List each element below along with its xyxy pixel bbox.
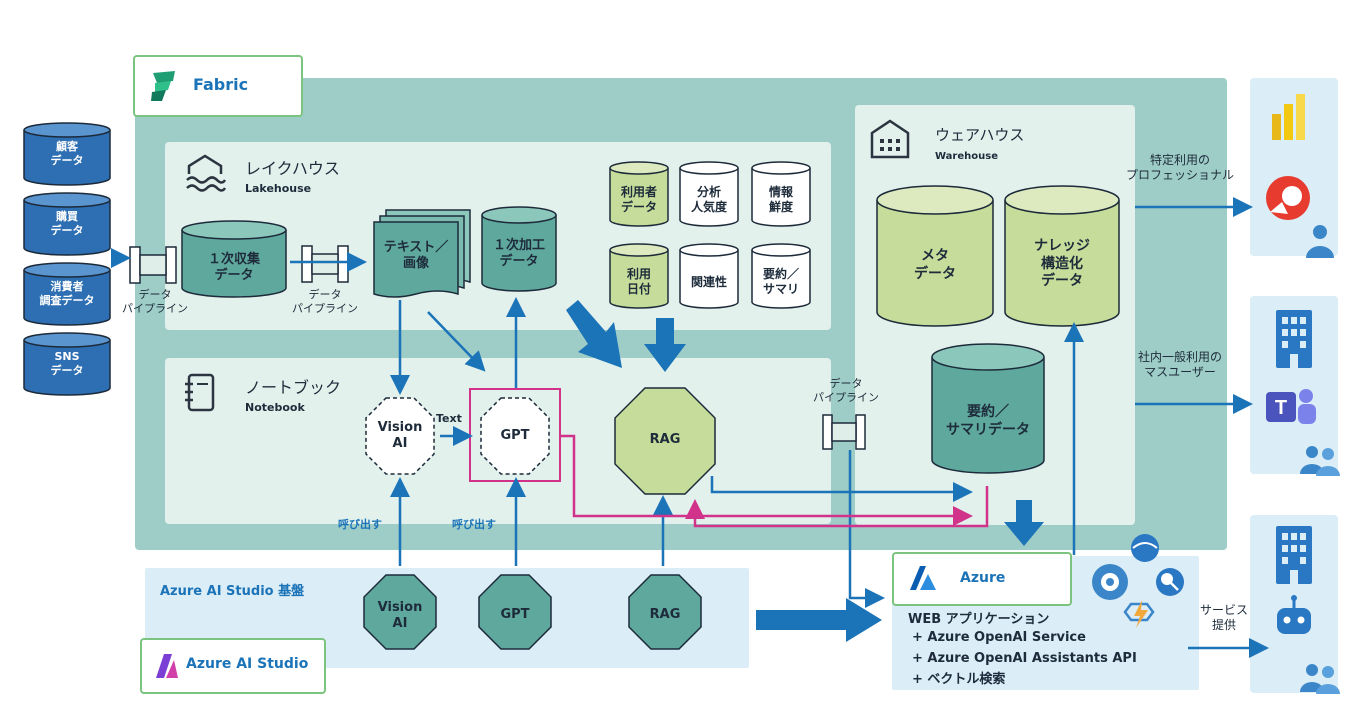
source-sns bbox=[23, 332, 111, 396]
meta-data-label: メタ データ bbox=[914, 248, 956, 282]
summary-data-label: 要約／ サマリデータ bbox=[946, 404, 1030, 438]
text-image-docs bbox=[373, 209, 471, 298]
freshness-cylinder bbox=[751, 161, 811, 227]
warehouse-subtitle: Warehouse bbox=[935, 151, 998, 162]
rag-node bbox=[614, 387, 716, 495]
source-purchase bbox=[23, 192, 111, 256]
big-arrow-studio-to-azure bbox=[756, 598, 882, 642]
studio-gpt-node bbox=[478, 574, 552, 650]
knowledge-cylinder bbox=[1004, 185, 1120, 327]
lakehouse-subtitle: Lakehouse bbox=[245, 182, 312, 195]
studio-vision-node bbox=[363, 574, 437, 650]
users-icon-mass bbox=[1300, 446, 1340, 476]
pipeline-label-3: データ パイプライン bbox=[813, 377, 879, 404]
azure-logo-box: Azure bbox=[892, 552, 1072, 606]
call-label-2: 呼び出す bbox=[452, 518, 496, 531]
azure-services-icons bbox=[1092, 534, 1184, 628]
summary-data-cylinder bbox=[931, 343, 1045, 474]
pipe-icon-1 bbox=[129, 246, 177, 284]
raw-data-cylinder bbox=[181, 220, 287, 298]
powerbi-icon bbox=[1272, 94, 1305, 140]
pipeline-label-1: データ パイプライン bbox=[122, 288, 188, 315]
raw-data-label: １次収集 データ bbox=[207, 252, 260, 284]
gpt-label: GPT bbox=[500, 428, 530, 443]
meta-data-cylinder bbox=[876, 185, 994, 327]
bot-icon bbox=[1277, 595, 1311, 634]
ai-studio-base-title: Azure AI Studio 基盤 bbox=[160, 584, 305, 599]
lakehouse-icon bbox=[186, 154, 227, 192]
fabric-app-icon bbox=[1266, 176, 1310, 220]
warehouse-icon bbox=[870, 119, 910, 159]
output-pro-label: 特定利用の プロフェッショナル bbox=[1125, 153, 1234, 182]
text-image-label: テキスト／ 画像 bbox=[383, 240, 449, 272]
rag-label: RAG bbox=[649, 432, 681, 447]
studio-rag-node bbox=[628, 574, 702, 650]
studio-rag-label: RAG bbox=[649, 607, 681, 622]
studio-gpt-label: GPT bbox=[500, 607, 530, 622]
building-icon-service bbox=[1276, 526, 1312, 584]
fabric-logo-icon bbox=[151, 71, 175, 101]
users-icon-service bbox=[1300, 664, 1340, 694]
relevance-label: 関連性 bbox=[690, 275, 727, 289]
source-purchase-label: 購買 データ bbox=[50, 210, 84, 237]
source-customer-label: 顧客 データ bbox=[50, 140, 84, 167]
ai-studio-logo-box: Azure AI Studio bbox=[140, 638, 326, 694]
processed-data-label: １次加工 データ bbox=[492, 238, 545, 270]
date-label: 利用 日付 bbox=[626, 267, 651, 296]
source-survey-label: 消費者 調査データ bbox=[39, 280, 95, 307]
ai-studio-logo-label: Azure AI Studio bbox=[186, 656, 309, 672]
fabric-label: Fabric bbox=[193, 75, 249, 94]
fabric-logo-box: Fabric bbox=[133, 55, 303, 117]
vision-ai-node bbox=[365, 397, 435, 475]
output-mass-label: 社内一般利用の マスユーザー bbox=[1137, 350, 1222, 379]
ai-studio-logo-icon bbox=[156, 654, 178, 678]
big-arrow-data-to-rag bbox=[644, 318, 686, 372]
svg-text:T: T bbox=[1275, 397, 1287, 419]
gpt-node bbox=[480, 397, 550, 475]
studio-vision-label: Vision AI bbox=[377, 600, 423, 632]
teams-icon: T bbox=[1266, 389, 1316, 424]
date-cylinder bbox=[609, 243, 669, 309]
vision-ai-label: Vision AI bbox=[377, 420, 423, 452]
notebook-title: ノートブック bbox=[245, 378, 342, 397]
pipe-icon-3 bbox=[822, 414, 866, 450]
popularity-label: 分析 人気度 bbox=[690, 185, 727, 214]
output-service-label: サービス 提供 bbox=[1199, 603, 1248, 632]
popularity-cylinder bbox=[679, 161, 739, 227]
summary-cylinder bbox=[751, 243, 811, 309]
pipe-icon-2 bbox=[301, 245, 349, 283]
azure-line-2: + Azure OpenAI Assistants API bbox=[912, 651, 1137, 666]
summary-label: 要約／ サマリ bbox=[762, 267, 799, 296]
web-app-label: WEB アプリケーション bbox=[908, 612, 1050, 627]
azure-label: Azure bbox=[960, 570, 1006, 586]
lakehouse-title: レイクハウス bbox=[245, 159, 340, 178]
text-edge-label: Text bbox=[436, 412, 462, 425]
processed-data-cylinder bbox=[481, 206, 557, 292]
notebook-subtitle: Notebook bbox=[245, 401, 305, 414]
source-sns-label: SNS データ bbox=[50, 350, 84, 377]
pipeline-label-2: データ パイプライン bbox=[292, 288, 358, 315]
call-label-1: 呼び出す bbox=[338, 518, 382, 531]
user-icon-pro bbox=[1306, 225, 1334, 258]
source-cylinders bbox=[23, 122, 111, 396]
azure-line-1: + Azure OpenAI Service bbox=[912, 630, 1086, 645]
source-customer bbox=[23, 122, 111, 186]
users-data-cylinder bbox=[609, 161, 669, 227]
relevance-cylinder bbox=[679, 243, 739, 309]
freshness-label: 情報 鮮度 bbox=[768, 185, 793, 214]
source-survey bbox=[23, 262, 111, 326]
big-arrow-text-to-rag bbox=[566, 300, 622, 368]
big-arrow-wh-to-azure bbox=[1004, 500, 1044, 546]
azure-line-3: + ベクトル検索 bbox=[912, 672, 1006, 687]
notebook-icon bbox=[185, 373, 215, 412]
building-icon-mass bbox=[1276, 310, 1312, 368]
azure-logo-icon bbox=[910, 566, 936, 590]
knowledge-label: ナレッジ 構造化 データ bbox=[1034, 238, 1090, 289]
warehouse-title: ウェアハウス bbox=[935, 126, 1025, 144]
users-data-label: 利用者 データ bbox=[620, 185, 657, 214]
